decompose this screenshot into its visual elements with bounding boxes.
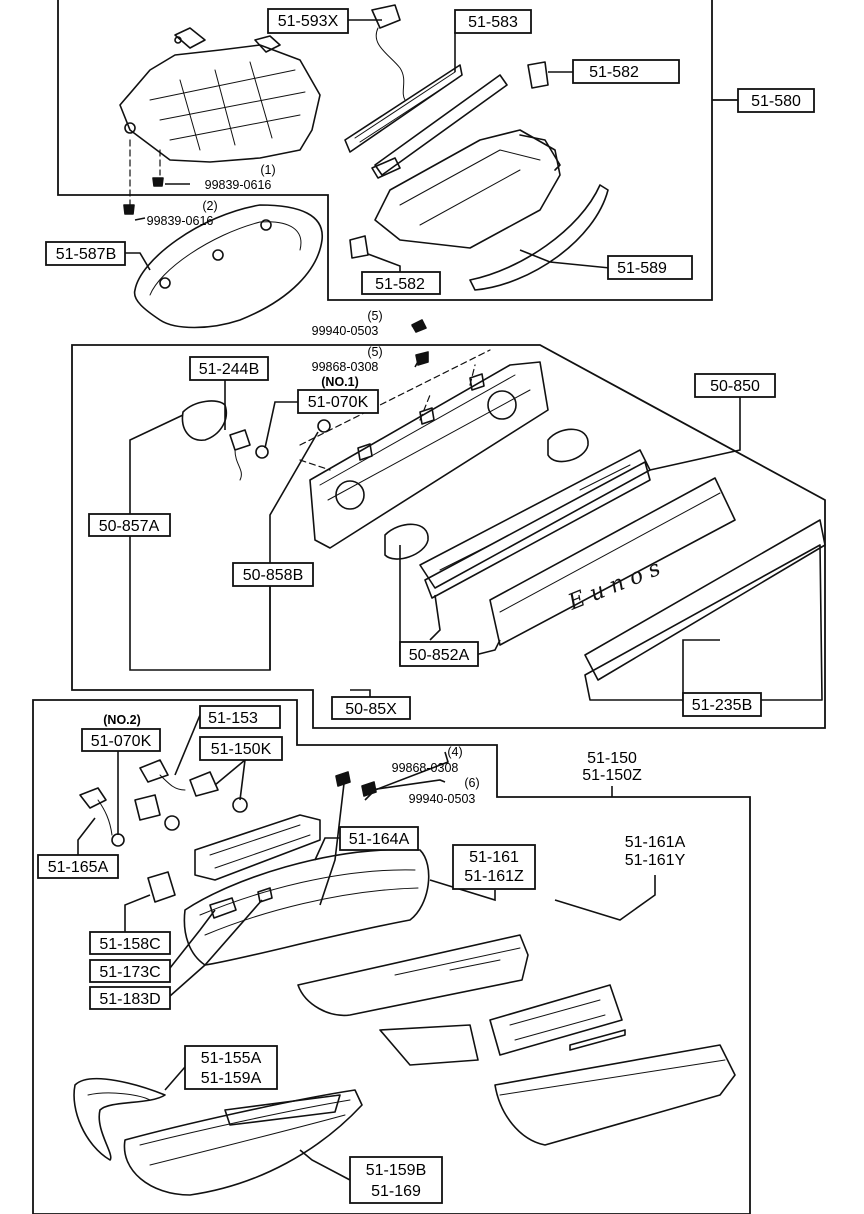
label-51-582-bottom: 51-582 (361, 271, 441, 295)
svg-text:51-161: 51-161 (469, 849, 519, 866)
label-51-155A: 51-155A 51-159A (184, 1045, 278, 1090)
bulb-harness-art (79, 759, 248, 847)
label-51-164A: 51-164A (339, 826, 419, 851)
svg-text:51-165A: 51-165A (48, 859, 109, 876)
fastener-notes: (1) 99839-0616 (2) 99839-0616 (5) 99940-… (103, 163, 479, 806)
label-51-583: 51-583 (454, 9, 532, 34)
svg-text:51-153: 51-153 (208, 710, 258, 727)
rear-combination-lamp-art (147, 771, 430, 966)
svg-text:51-589: 51-589 (617, 260, 667, 277)
label-51-153: 51-153 (199, 705, 281, 729)
label-51-070K-no1: 51-070K (297, 389, 379, 414)
svg-text:51-593X: 51-593X (278, 13, 339, 30)
svg-text:(NO.2): (NO.2) (103, 713, 141, 727)
svg-text:51-161Z: 51-161Z (464, 868, 524, 885)
label-50-852A: 50-852A (399, 641, 479, 667)
svg-text:51-070K: 51-070K (91, 733, 152, 750)
label-51-173C: 51-173C (89, 959, 171, 983)
label-51-150K: 51-150K (199, 736, 283, 761)
label-51-150: 51-150 51-150Z (582, 750, 642, 784)
svg-text:99868-0308: 99868-0308 (392, 761, 459, 775)
svg-text:99868-0308: 99868-0308 (312, 360, 379, 374)
label-50-857A: 50-857A (88, 513, 171, 537)
svg-text:99940-0503: 99940-0503 (409, 792, 476, 806)
svg-text:51-159A: 51-159A (201, 1070, 262, 1087)
svg-text:51-183D: 51-183D (99, 991, 160, 1008)
harness-and-light-art (344, 4, 609, 291)
svg-text:51-244B: 51-244B (199, 361, 260, 378)
label-51-070K-no2: 51-070K (81, 728, 161, 752)
garnish-housing-art (299, 319, 549, 549)
svg-text:(NO.1): (NO.1) (321, 375, 359, 389)
svg-text:(2): (2) (202, 199, 217, 213)
lens-set-art (297, 934, 736, 1146)
label-51-587B: 51-587B (45, 241, 126, 266)
svg-text:51-150K: 51-150K (211, 741, 272, 758)
svg-text:99839-0616: 99839-0616 (147, 214, 214, 228)
svg-text:51-582: 51-582 (589, 64, 639, 81)
label-51-235B: 51-235B (682, 692, 762, 717)
gasket-and-garnish-art (73, 1077, 363, 1196)
svg-text:(6): (6) (464, 776, 479, 790)
label-51-183D: 51-183D (89, 986, 171, 1010)
label-51-244B: 51-244B (189, 356, 269, 381)
label-51-158C: 51-158C (89, 931, 171, 955)
svg-text:51-580: 51-580 (751, 93, 801, 110)
label-51-580: 51-580 (737, 88, 815, 113)
emblem-lettering: E u n o s (564, 556, 664, 616)
svg-text:51-173C: 51-173C (99, 964, 160, 981)
label-51-159B: 51-159B 51-169 (349, 1156, 443, 1204)
leader-lines (77, 19, 741, 1181)
svg-text:50-858B: 50-858B (243, 567, 304, 584)
label-51-165A: 51-165A (37, 854, 119, 879)
svg-text:51-159B: 51-159B (366, 1162, 427, 1179)
label-50-858B: 50-858B (232, 562, 314, 587)
svg-text:51-070K: 51-070K (308, 394, 369, 411)
svg-text:51-235B: 51-235B (692, 697, 753, 714)
svg-text:51-158C: 51-158C (99, 936, 160, 953)
svg-text:(4): (4) (447, 745, 462, 759)
part-labels: 51-593X 51-583 51-582 51-580 51-582 51-5… (37, 8, 815, 1204)
svg-text:51-155A: 51-155A (201, 1050, 262, 1067)
svg-text:51-583: 51-583 (468, 14, 518, 31)
cover-art (133, 204, 323, 329)
svg-text:51-150: 51-150 (587, 750, 637, 767)
label-51-161A: 51-161A 51-161Y (625, 834, 686, 869)
svg-text:51-161Y: 51-161Y (625, 852, 686, 869)
svg-text:51-587B: 51-587B (56, 246, 117, 263)
label-51-593X: 51-593X (267, 8, 349, 34)
svg-text:99839-0616: 99839-0616 (205, 178, 272, 192)
svg-text:50-857A: 50-857A (99, 518, 160, 535)
svg-text:(1): (1) (260, 163, 275, 177)
label-50-850: 50-850 (694, 373, 776, 398)
svg-text:99940-0503: 99940-0503 (312, 324, 379, 338)
svg-text:51-169: 51-169 (371, 1183, 421, 1200)
svg-text:50-852A: 50-852A (409, 647, 470, 664)
label-51-161: 51-161 51-161Z (452, 844, 536, 890)
svg-text:51-582: 51-582 (375, 276, 425, 293)
svg-text:50-850: 50-850 (710, 378, 760, 395)
label-50-85X: 50-85X (331, 696, 411, 720)
svg-text:50-85X: 50-85X (345, 701, 397, 718)
svg-text:51-161A: 51-161A (625, 834, 686, 851)
socket-and-bulb-art (181, 400, 331, 481)
svg-text:(5): (5) (367, 345, 382, 359)
svg-text:(5): (5) (367, 309, 382, 323)
svg-text:51-150Z: 51-150Z (582, 767, 642, 784)
svg-text:51-164A: 51-164A (349, 831, 410, 848)
label-51-582-top: 51-582 (572, 59, 680, 84)
group-frames (32, 0, 826, 1214)
roof-bracket-art (119, 27, 321, 215)
label-51-589: 51-589 (607, 255, 693, 280)
